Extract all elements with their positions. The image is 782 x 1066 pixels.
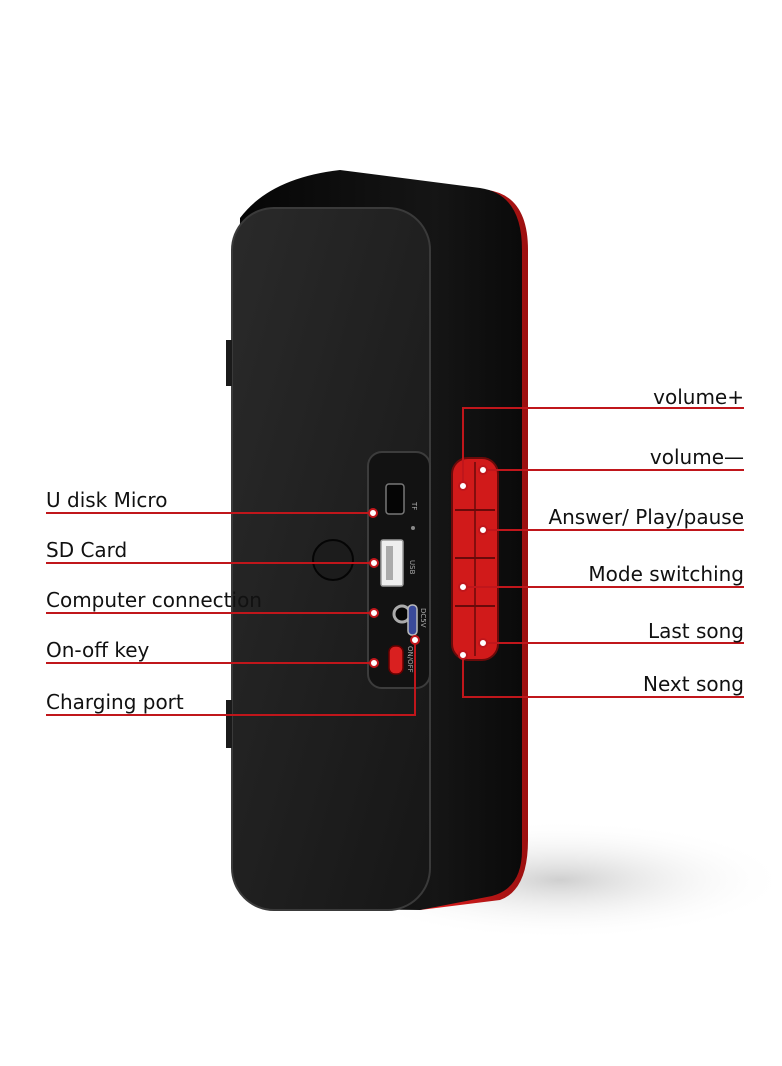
dot-volume-down — [478, 465, 488, 475]
left-leader-lines — [46, 512, 416, 716]
label-mode-switching: Mode switching — [588, 562, 744, 586]
label-last-song: Last song — [647, 619, 744, 643]
tf-marking: TF — [410, 501, 418, 510]
label-on-off-key: On-off key — [46, 638, 150, 662]
dot-sd-card — [369, 558, 379, 568]
dot-answer-play-pause — [478, 525, 488, 535]
side-nub-bottom — [226, 700, 232, 748]
dot-u-disk-micro — [368, 508, 378, 518]
label-charging-port: Charging port — [46, 690, 184, 714]
dc-port — [407, 604, 418, 636]
leader-next-song — [462, 655, 744, 698]
side-nub-top — [226, 340, 232, 386]
dc-marking: DC5V — [419, 608, 427, 628]
dot-last-song — [478, 638, 488, 648]
dot-on-off-key — [369, 658, 379, 668]
round-button — [312, 539, 354, 581]
label-volume-down: volume— — [649, 445, 744, 469]
leader-charging-port — [46, 643, 416, 716]
usb-marking: USB — [408, 560, 416, 575]
callout-dots — [368, 465, 488, 668]
mic-hole — [411, 526, 415, 530]
dot-mode-switching — [458, 582, 468, 592]
label-answer-play-pause: Answer/ Play/pause — [548, 505, 744, 529]
right-leader-lines — [462, 407, 744, 698]
label-next-song: Next song — [643, 672, 744, 696]
on-off-switch — [388, 645, 404, 675]
tf-slot — [385, 483, 405, 515]
label-computer-connection: Computer connection — [46, 588, 262, 612]
leader-volume-up — [462, 407, 744, 486]
onoff-marking: ON/OFF — [406, 646, 414, 673]
label-volume-up: volume+ — [653, 385, 744, 409]
label-sd-card: SD Card — [46, 538, 128, 562]
usb-tongue — [386, 546, 393, 580]
dot-charging-port — [410, 635, 420, 645]
dot-volume-up — [458, 481, 468, 491]
label-u-disk-micro: U disk Micro — [46, 488, 168, 512]
dot-computer-connection — [369, 608, 379, 618]
dot-next-song — [458, 650, 468, 660]
